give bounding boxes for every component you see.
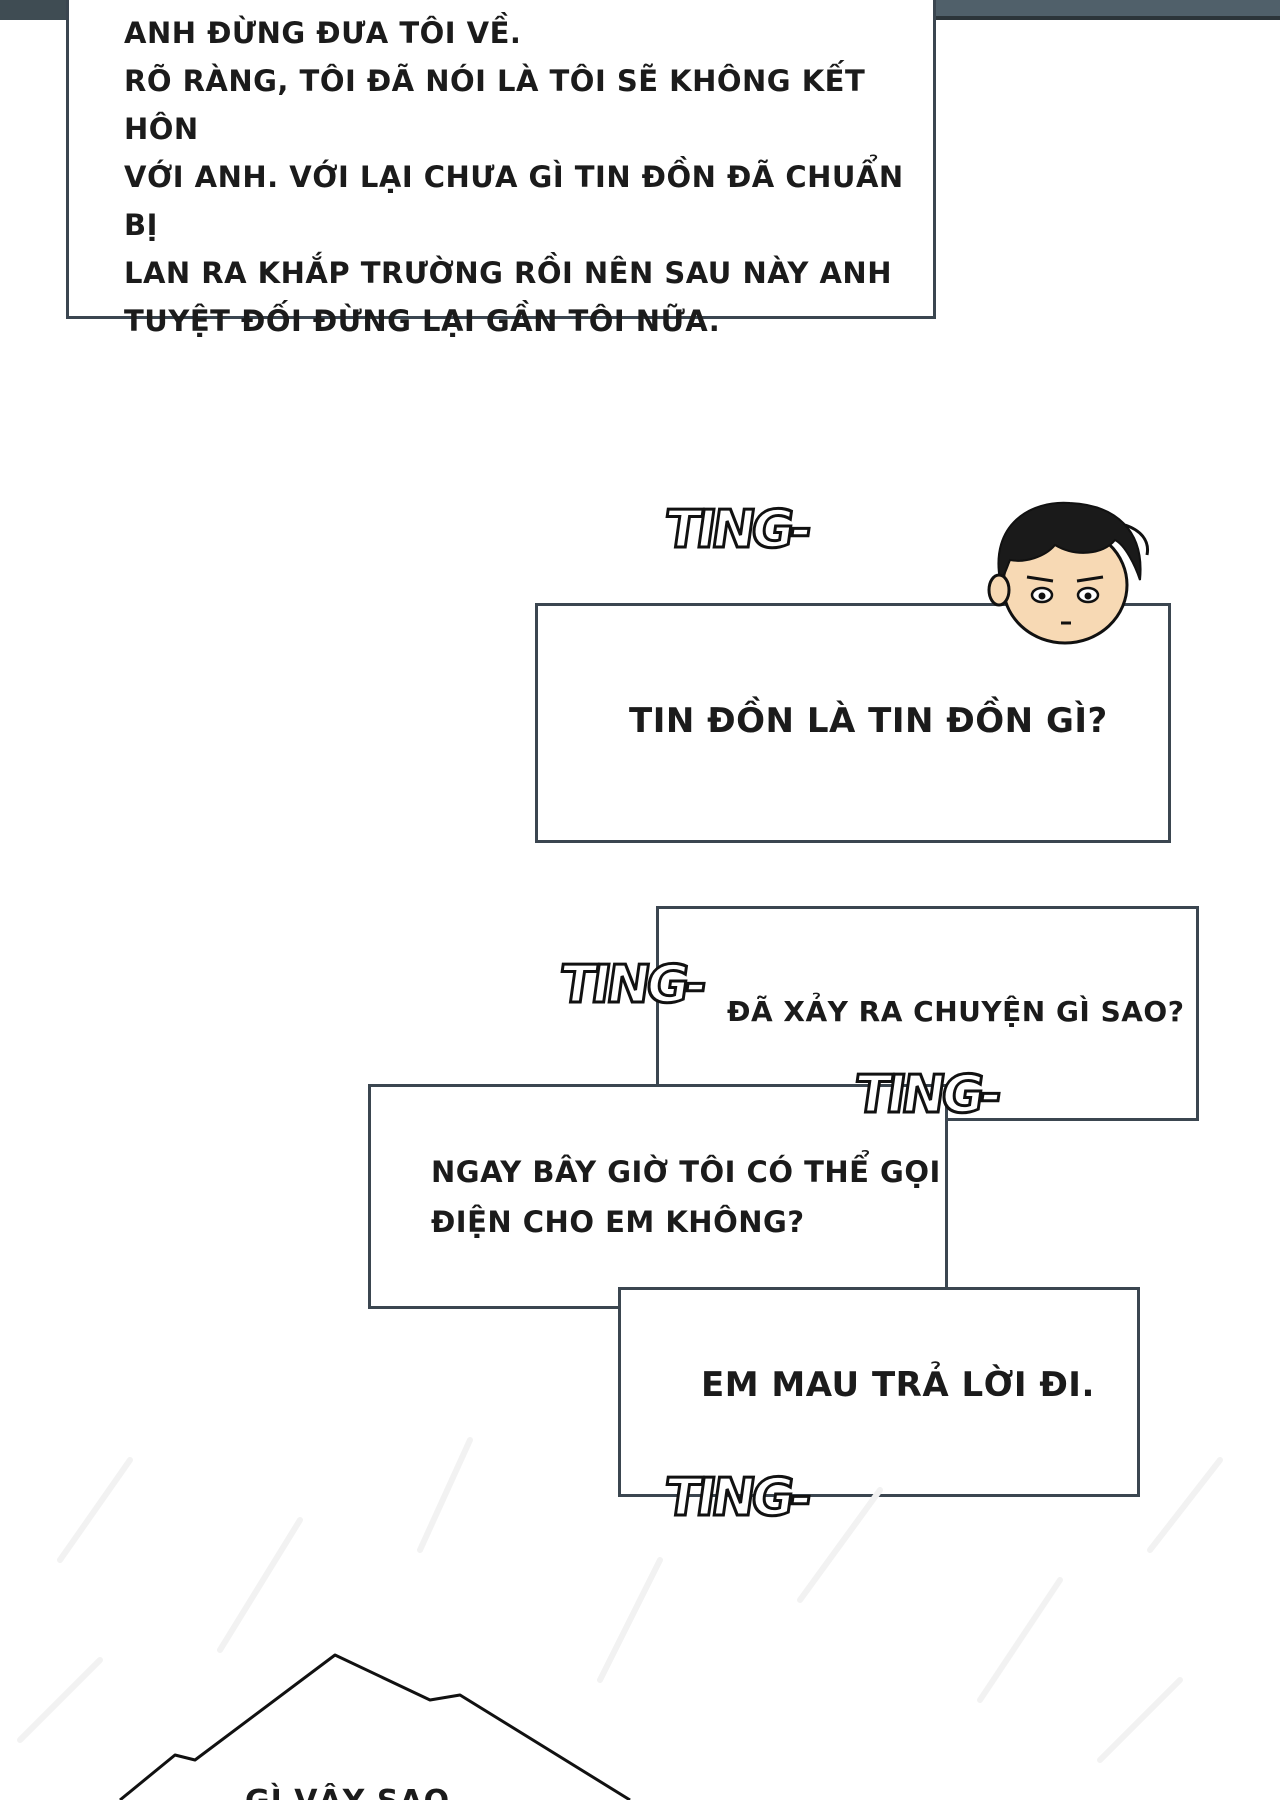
bottom-speech-bubble <box>119 1653 631 1800</box>
narration-box: ANH ĐỪNG ĐƯA TÔI VỀ. RÕ RÀNG, TÔI ĐÃ NÓI… <box>66 0 936 338</box>
ting-sfx: TING- <box>849 1064 1003 1127</box>
narration-line: ANH ĐỪNG ĐƯA TÔI VỀ. <box>124 16 522 50</box>
ting-sfx: TING- <box>659 499 813 562</box>
narration-line: RÕ RÀNG, TÔI ĐÃ NÓI LÀ TÔI SẼ KHÔNG KẾT … <box>124 64 866 146</box>
narration-text: ANH ĐỪNG ĐƯA TÔI VỀ. RÕ RÀNG, TÔI ĐÃ NÓI… <box>124 9 933 345</box>
message-line: ĐIỆN CHO EM KHÔNG? <box>431 1205 805 1239</box>
message-text: EM MAU TRẢ LỜI ĐI. <box>701 1365 1095 1405</box>
narration-line: VỚI ANH. VỚI LẠI CHƯA GÌ TIN ĐỒN ĐÃ CHUẨ… <box>124 160 904 242</box>
ting-sfx: TING- <box>554 954 708 1017</box>
message-text: ĐÃ XẢY RA CHUYỆN GÌ SAO? <box>727 995 1185 1028</box>
top-panel-edge-left <box>0 0 70 20</box>
background-sketch <box>17 1437 1223 1763</box>
message-text: TIN ĐỒN LÀ TIN ĐỒN GÌ? <box>629 701 1108 741</box>
bottom-bubble-text: GÌ VẬY SAO <box>245 1784 450 1800</box>
message-box: NGAY BÂY GIỜ TÔI CÓ THỂ GỌI ĐIỆN CHO EM … <box>368 1084 948 1309</box>
character-avatar <box>987 501 1150 645</box>
narration-line: TUYỆT ĐỐI ĐỪNG LẠI GẦN TÔI NỮA. <box>124 304 721 338</box>
narration-line: LAN RA KHẮP TRƯỜNG RỒI NÊN SAU NÀY ANH <box>124 256 892 290</box>
top-panel-edge-right <box>935 0 1280 20</box>
message-text: NGAY BÂY GIỜ TÔI CÓ THỂ GỌI ĐIỆN CHO EM … <box>431 1147 941 1247</box>
message-line: NGAY BÂY GIỜ TÔI CÓ THỂ GỌI <box>431 1155 941 1189</box>
